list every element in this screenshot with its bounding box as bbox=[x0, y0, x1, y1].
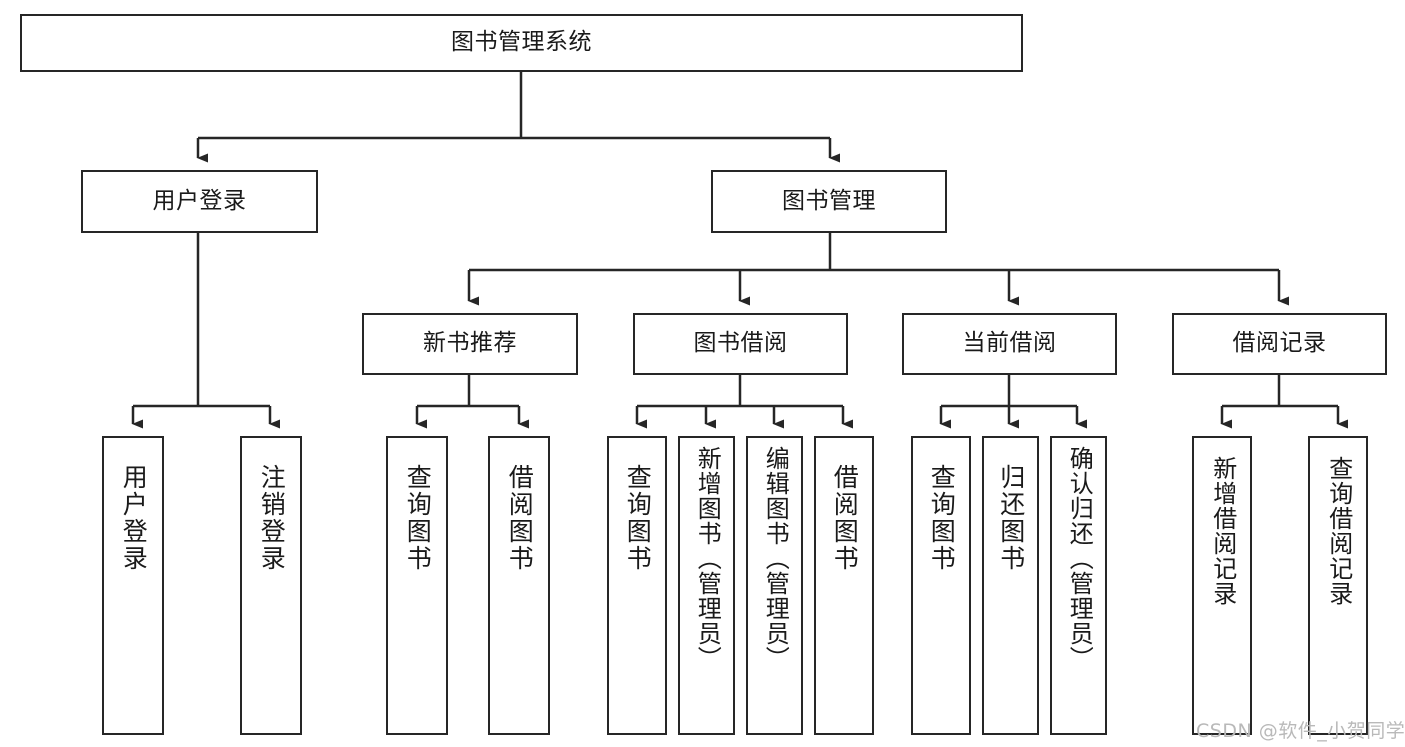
leaf-current-borrow-confirm-return[interactable]: 确认归还（管理员） bbox=[1050, 436, 1107, 735]
node-label: 图书借阅 bbox=[693, 330, 788, 357]
node-label: 编辑图书（管理员） bbox=[761, 446, 790, 671]
node-label: 借阅图书 bbox=[830, 464, 860, 572]
leaf-user-login-login[interactable]: 用户登录 bbox=[102, 436, 164, 735]
leaf-book-borrow-edit[interactable]: 编辑图书（管理员） bbox=[746, 436, 803, 735]
node-label: 新增借阅记录 bbox=[1208, 456, 1237, 606]
leaf-new-book-borrow[interactable]: 借阅图书 bbox=[488, 436, 550, 735]
node-label: 新增图书（管理员） bbox=[693, 446, 722, 671]
leaf-user-login-logout[interactable]: 注销登录 bbox=[240, 436, 302, 735]
node-label: 当前借阅 bbox=[962, 330, 1057, 357]
node-label: 用户登录 bbox=[152, 187, 247, 214]
node-label: 查询图书 bbox=[927, 464, 957, 572]
node-user-login[interactable]: 用户登录 bbox=[81, 170, 318, 233]
node-label: 图书管理 bbox=[782, 187, 876, 214]
leaf-book-borrow-borrow[interactable]: 借阅图书 bbox=[814, 436, 874, 735]
node-label: 借阅记录 bbox=[1232, 330, 1327, 357]
leaf-new-book-query[interactable]: 查询图书 bbox=[386, 436, 448, 735]
node-book-management[interactable]: 图书管理 bbox=[711, 170, 947, 233]
node-borrow-record[interactable]: 借阅记录 bbox=[1172, 313, 1387, 375]
leaf-current-borrow-query[interactable]: 查询图书 bbox=[911, 436, 971, 735]
leaf-current-borrow-return[interactable]: 归还图书 bbox=[982, 436, 1039, 735]
node-root-book-management-system[interactable]: 图书管理系统 bbox=[20, 14, 1023, 72]
node-book-borrow[interactable]: 图书借阅 bbox=[633, 313, 848, 375]
node-current-borrow[interactable]: 当前借阅 bbox=[902, 313, 1117, 375]
leaf-book-borrow-add[interactable]: 新增图书（管理员） bbox=[678, 436, 735, 735]
node-label: 确认归还（管理员） bbox=[1065, 446, 1094, 671]
node-label: 查询图书 bbox=[403, 464, 433, 572]
csdn-watermark: CSDN @软件_小贺同学 bbox=[1196, 720, 1405, 742]
node-label: 新书推荐 bbox=[423, 330, 517, 357]
node-label: 图书管理系统 bbox=[451, 29, 592, 56]
leaf-borrow-record-add[interactable]: 新增借阅记录 bbox=[1192, 436, 1252, 735]
node-label: 用户登录 bbox=[119, 464, 149, 572]
node-label: 查询图书 bbox=[623, 464, 653, 572]
leaf-borrow-record-query[interactable]: 查询借阅记录 bbox=[1308, 436, 1368, 735]
node-label: 查询借阅记录 bbox=[1324, 456, 1353, 606]
node-new-book-recommend[interactable]: 新书推荐 bbox=[362, 313, 578, 375]
node-label: 借阅图书 bbox=[505, 464, 535, 572]
node-label: 归还图书 bbox=[996, 464, 1026, 572]
node-label: 注销登录 bbox=[257, 464, 287, 572]
leaf-book-borrow-query[interactable]: 查询图书 bbox=[607, 436, 667, 735]
